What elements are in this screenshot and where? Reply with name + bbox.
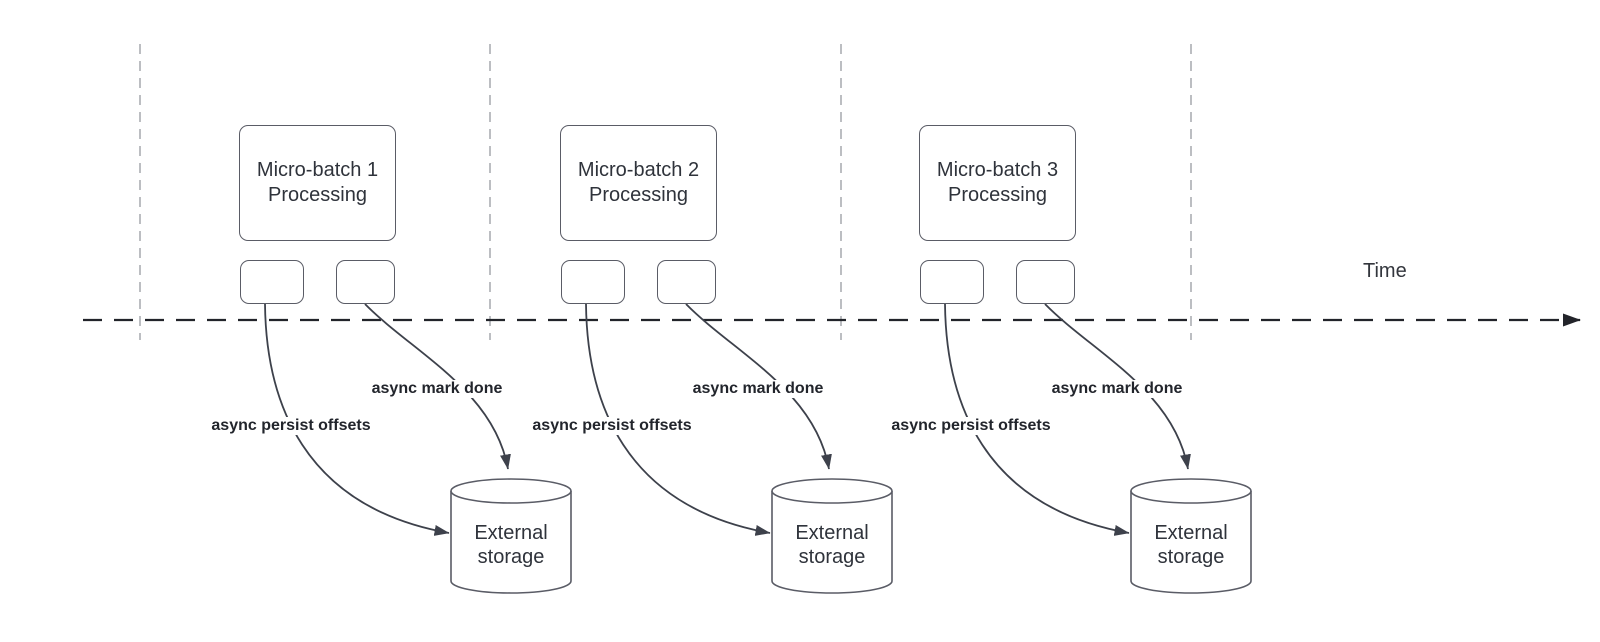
persist-offsets-label: async persist offsets (208, 417, 374, 435)
mark-done-arrow (364, 303, 511, 470)
micro-batch-3-processing-title: Micro-batch 3 Processing (936, 159, 1059, 206)
external-storage-label: External storage (1154, 522, 1228, 568)
external-storage-label: External storage (474, 522, 548, 568)
mark-done-arrow (1044, 303, 1191, 470)
mark-done-label: async mark done (1048, 380, 1186, 398)
persist-offsets-arrow (264, 303, 450, 536)
external-storage-label: External storage (795, 522, 869, 568)
external-storage-cylinder-rim (450, 478, 572, 504)
micro-batch-3-processing-box: Micro-batch 3 Processing (919, 125, 1076, 241)
external-storage-cylinder (450, 491, 572, 594)
group-1-connectors (264, 303, 572, 594)
micro-batch-2-processing-title: Micro-batch 2 Processing (577, 159, 700, 206)
time-axis-label: Time (1363, 260, 1407, 282)
external-storage-cylinder (771, 491, 893, 594)
persist-offsets-task-box (240, 260, 304, 304)
group-2-connectors (585, 303, 893, 594)
micro-batch-1-processing-title: Micro-batch 1 Processing (256, 159, 379, 206)
mark-done-task-box (336, 260, 395, 304)
micro-batch-1-processing-box: Micro-batch 1 Processing (239, 125, 396, 241)
persist-offsets-task-box (920, 260, 984, 304)
external-storage-cylinder (1130, 491, 1252, 594)
mark-done-task-box (657, 260, 716, 304)
external-storage-cylinder-rim (771, 478, 893, 504)
group-3-connectors (944, 303, 1252, 594)
persist-offsets-label: async persist offsets (529, 417, 695, 435)
persist-offsets-label: async persist offsets (888, 417, 1054, 435)
micro-batch-2-processing-box: Micro-batch 2 Processing (560, 125, 717, 241)
mark-done-label: async mark done (368, 380, 506, 398)
mark-done-task-box (1016, 260, 1075, 304)
mark-done-arrow (685, 303, 832, 470)
external-storage-cylinder-rim (1130, 478, 1252, 504)
persist-offsets-arrow (944, 303, 1130, 536)
persist-offsets-task-box (561, 260, 625, 304)
mark-done-label: async mark done (689, 380, 827, 398)
persist-offsets-arrow (585, 303, 771, 536)
